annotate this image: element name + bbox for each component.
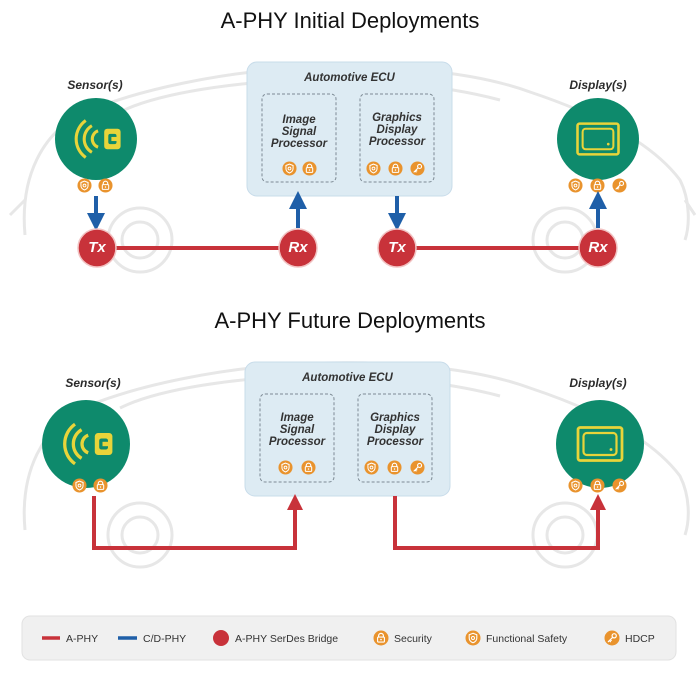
hdcp-icon	[410, 460, 425, 475]
display-label: Display(s)	[569, 376, 627, 390]
security-icon	[301, 460, 316, 475]
functional-safety-icon	[282, 161, 297, 176]
functional-safety-icon	[278, 460, 293, 475]
display-label: Display(s)	[569, 78, 627, 92]
isp-box-bottom	[259, 393, 335, 483]
security-icon	[388, 161, 403, 176]
node-rx-label: Rx	[288, 239, 308, 256]
functional-safety-icon	[568, 478, 583, 493]
security-icon	[98, 178, 113, 193]
sensor-label: Sensor(s)	[65, 376, 121, 390]
functional-safety-icon	[72, 478, 87, 493]
node-rx-label: Rx	[588, 239, 608, 256]
aphy-path-gdp-to-display	[393, 494, 606, 550]
display-icon	[557, 98, 639, 180]
legend-box	[21, 615, 677, 661]
page-title-future: A-PHY Future Deployments	[214, 308, 486, 333]
legend-bridge-label: A-PHY SerDes Bridge	[235, 633, 339, 645]
aphy-path-sensor-to-isp	[92, 494, 303, 550]
functional-safety-icon	[364, 460, 379, 475]
sensor-label: Sensor(s)	[67, 78, 123, 92]
legend-hdcp-label: HDCP	[625, 633, 655, 645]
functional-safety-icon	[568, 178, 583, 193]
display-icon	[556, 400, 644, 488]
legend-bridge-swatch	[213, 630, 229, 646]
functional-safety-icon	[77, 178, 92, 193]
hdcp-icon	[604, 630, 620, 646]
legend-safety-label: Functional Safety	[486, 633, 568, 645]
hdcp-icon	[612, 178, 627, 193]
page-title-initial: A-PHY Initial Deployments	[220, 8, 480, 33]
security-icon	[387, 460, 402, 475]
ecu-label: Automotive ECU	[302, 372, 393, 384]
gdp-box-bottom	[357, 393, 433, 483]
ecu-box-top	[246, 61, 453, 197]
legend-aphy-label: A-PHY	[66, 633, 99, 645]
security-icon	[590, 478, 605, 493]
hdcp-icon	[612, 478, 627, 493]
security-icon	[302, 161, 317, 176]
isp-box-top	[261, 93, 337, 183]
node-tx-label: Tx	[388, 239, 406, 256]
security-icon	[373, 630, 389, 646]
security-icon	[590, 178, 605, 193]
functional-safety-icon	[465, 630, 481, 646]
node-tx-label: Tx	[88, 239, 106, 256]
functional-safety-icon	[366, 161, 381, 176]
hdcp-icon	[410, 161, 425, 176]
sensor-icon	[55, 98, 137, 180]
gdp-box-top	[359, 93, 435, 183]
security-icon	[93, 478, 108, 493]
ecu-label: Automotive ECU	[304, 72, 395, 84]
legend-security-label: Security	[394, 633, 432, 645]
sensor-icon	[42, 400, 130, 488]
legend-cdphy-label: C/D-PHY	[143, 633, 187, 645]
